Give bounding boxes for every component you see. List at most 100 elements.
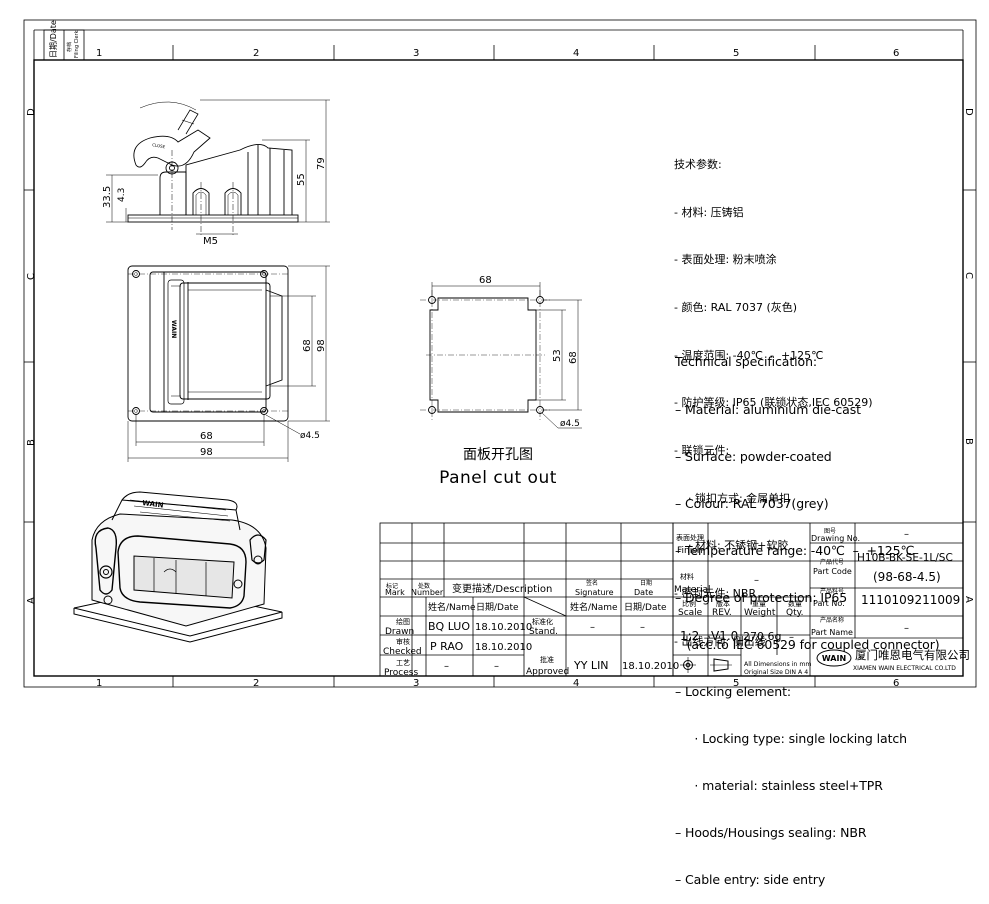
qty-value: – xyxy=(789,632,794,643)
hood-brand-text: CLOSE xyxy=(152,142,166,149)
drawing-no-label: Drawing No. xyxy=(811,534,860,543)
material-label: Material xyxy=(674,585,711,595)
process-name: – xyxy=(444,661,449,672)
svg-text:2: 2 xyxy=(253,48,259,59)
spec-en-line: (acc.to IEC 60529 for coupled connector) xyxy=(675,636,940,652)
svg-text:重量: 重量 xyxy=(752,600,766,608)
svg-text:5: 5 xyxy=(733,48,739,59)
drawn-name: BQ LUO xyxy=(428,620,470,633)
svg-text:产品料号: 产品料号 xyxy=(820,587,844,595)
svg-text:C: C xyxy=(26,273,37,280)
svg-text:D: D xyxy=(963,108,974,116)
svg-text:绘图: 绘图 xyxy=(396,617,410,626)
side-view xyxy=(106,99,330,236)
outer-border xyxy=(23,19,977,688)
part-code-value-2: (98-68-4.5) xyxy=(873,570,941,584)
zone-numbers-bottom: 1 2 3 4 5 6 xyxy=(96,678,899,689)
part-code-value-1: H10B-BK-SE-1L/SC xyxy=(857,552,953,564)
dim-top-98-w: 98 xyxy=(200,447,213,458)
svg-text:B: B xyxy=(26,439,37,446)
rev-header-desc: 变更描述/Description xyxy=(452,582,552,595)
spec-en-line: · Locking type: single locking latch xyxy=(675,731,907,747)
dim-top-68-h: 68 xyxy=(302,339,313,352)
svg-text:B: B xyxy=(963,438,974,445)
spec-cn-line: - 密封元件: NBR xyxy=(674,587,757,601)
zone-letters-right: D C B A xyxy=(963,108,974,603)
scale-label: Scale xyxy=(678,608,703,618)
svg-text:6: 6 xyxy=(893,48,899,59)
spec-en-line: – Hoods/Housings sealing: NBR xyxy=(675,825,867,841)
finish-value: – xyxy=(754,538,759,549)
svg-text:标记: 标记 xyxy=(386,582,398,590)
spec-en: Technical specification: – Material: alu… xyxy=(675,323,940,904)
svg-text:图号: 图号 xyxy=(824,528,836,535)
revision-table xyxy=(379,522,674,677)
svg-text:产品代号: 产品代号 xyxy=(820,558,844,566)
spec-cn-line: - 材料: 压铸铝 xyxy=(674,205,744,219)
panel-cutout-view xyxy=(420,282,582,429)
svg-text:1: 1 xyxy=(96,678,102,689)
drawing-sheet: 日期/Date 存档 Filing Clerk 1 2 3 4 5 6 1 2 … xyxy=(23,19,977,689)
top-view xyxy=(127,265,330,462)
weight-value: 270.6g xyxy=(743,630,781,643)
dims-note-2: Original Size DIN A 4 xyxy=(744,669,808,676)
spec-en-line: – Cable entry: side entry xyxy=(675,872,826,888)
svg-text:4: 4 xyxy=(573,678,579,689)
svg-text:签名: 签名 xyxy=(586,579,598,587)
dims-note-1: All Dimensions in mm xyxy=(744,661,811,668)
dim-top-98-h: 98 xyxy=(316,339,327,352)
rev-sub-name-2: 姓名/Name xyxy=(570,601,618,613)
cutout-caption-cn: 面板开孔图 xyxy=(463,447,533,463)
part-name-value: – xyxy=(904,623,909,634)
svg-text:WAIN: WAIN xyxy=(822,654,846,663)
rev-header-mark: Mark xyxy=(385,588,405,597)
svg-text:材料: 材料 xyxy=(680,572,694,581)
company-name-en: XIAMEN WAIN ELECTRICAL CO.LTD xyxy=(853,665,956,672)
zone-letters-left: D C B A xyxy=(26,108,37,604)
spec-cn-line: - 温度范围: -40℃ - +125℃ xyxy=(674,348,824,362)
row-process-label: Process xyxy=(384,668,418,678)
projection-symbol-icon xyxy=(680,657,732,673)
svg-text:标准化: 标准化 xyxy=(532,617,553,626)
approved-name: YY LIN xyxy=(573,659,609,672)
svg-text:4: 4 xyxy=(573,48,579,59)
process-date: – xyxy=(494,661,499,672)
svg-text:1: 1 xyxy=(96,48,102,59)
svg-text:版本: 版本 xyxy=(716,599,730,608)
spec-cn-line: - 出线方向: 侧出线 xyxy=(674,634,766,648)
svg-text:A: A xyxy=(26,597,37,604)
part-name-label: Part Name xyxy=(811,628,853,637)
svg-text:产品名称: 产品名称 xyxy=(820,616,844,624)
spec-en-line: · material: stainless steel+TPR xyxy=(675,778,883,794)
cutout-caption-en: Panel cut out xyxy=(439,468,557,488)
svg-text:审核: 审核 xyxy=(396,637,410,646)
drawn-date: 18.10.2010 xyxy=(475,622,532,633)
dim-cutout-hole: ø4.5 xyxy=(560,419,580,429)
part-code-label: Part Code xyxy=(813,567,852,576)
spec-en-line: – Locking element: xyxy=(675,684,791,700)
spec-en-line: – Temperature range: -40℃ – +125℃ xyxy=(675,542,915,558)
spec-cn-line: - 表面处理: 粉末喷涂 xyxy=(674,253,777,267)
scale-value: 1:2 xyxy=(680,629,699,643)
spec-en-title: Technical specification: xyxy=(675,354,818,370)
spec-cn-title: 技术参数: xyxy=(674,157,722,171)
spec-cn-line: · 材料: 不锈钢+软胶 xyxy=(674,539,789,553)
dim-cutout-53: 53 xyxy=(552,349,563,362)
dim-side-m5: M5 xyxy=(203,236,218,247)
top-zone-ticks xyxy=(172,45,816,60)
rev-header-number: Number xyxy=(411,588,444,597)
date-margin-label: 日期/Date xyxy=(49,20,58,58)
dim-cutout-68-w: 68 xyxy=(479,275,492,286)
rev-sub-date-2: 日期/Date xyxy=(624,602,667,613)
rev-value: V1.0 xyxy=(711,629,738,643)
approved-date: 18.10.2010 xyxy=(622,661,679,672)
spec-cn-line: - 颜色: RAL 7037 (灰色) xyxy=(674,300,798,314)
spec-en-line: – Colour: RAL 7037(grey) xyxy=(675,495,829,511)
dim-top-hole: ø4.5 xyxy=(300,431,320,441)
part-no-label: Part No. xyxy=(813,599,845,608)
svg-text:比例: 比例 xyxy=(682,599,696,608)
company-logo: WAIN xyxy=(816,649,852,667)
drawing-no-value: – xyxy=(904,529,909,540)
rev-sub-name: 姓名/Name xyxy=(428,601,476,613)
bottom-zone-ticks xyxy=(172,676,816,687)
